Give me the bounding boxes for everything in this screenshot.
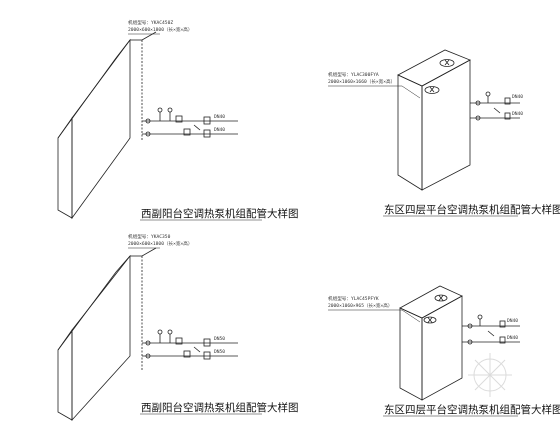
panel-1-model-note: 机组型号：YKAC450Z 2000×600×1800（长×宽×高） <box>128 20 192 34</box>
panel-2-unit <box>397 49 471 191</box>
panel-2-piping <box>470 91 520 121</box>
panel-3-model-note: 机组型号：YKAC350 2000×600×1800（长×宽×高） <box>128 234 192 248</box>
panel-2-title: 东区四层平台空调热泵机组配管大样图 <box>384 204 560 216</box>
panel-1-model-line1: 机组型号：YKAC450Z <box>128 21 174 26</box>
panel-4-unit <box>399 285 463 401</box>
panel-1-model-line2: 2000×600×1800（长×宽×高） <box>128 28 193 33</box>
panel-3-unit <box>57 247 157 422</box>
watermark-logo <box>468 353 512 397</box>
panel-2-pipe-label-top: DN40 <box>512 95 524 100</box>
panel-4-model-line1: 机组型号：YLAC45PFYK <box>328 297 379 302</box>
panel-3-model-line1: 机组型号：YKAC350 <box>128 235 171 240</box>
panel-4-model-line2: 2000×1060×965（长×宽×高） <box>328 304 393 309</box>
panel-4-pipe-label-bottom: DN40 <box>507 336 519 341</box>
panel-2-model-note: 机组型号：YLAC300FYA 2000×1060×1660（长×宽×高） <box>328 72 395 86</box>
panel-1-pipe-label-top: DN40 <box>214 115 226 120</box>
panel-4-model-note: 机组型号：YLAC45PFYK 2000×1060×965（长×宽×高） <box>328 296 392 310</box>
panel-3-pipe-label-bottom: DN50 <box>214 350 226 355</box>
panel-3-title: 西副阳台空调热泵机组配管大样图 <box>141 402 299 414</box>
panel-4-title: 东区四层平台空调热泵机组配管大样图 <box>384 404 560 416</box>
panel-4-piping <box>462 314 520 345</box>
panel-2-model-line2: 2000×1060×1660（长×宽×高） <box>328 80 396 85</box>
panel-2-model-line1: 机组型号：YLAC300FYA <box>328 73 379 78</box>
panel-1-pipe-label-bottom: DN40 <box>214 128 226 133</box>
panel-2-pipe-label-bottom: DN40 <box>512 112 524 117</box>
panel-1-title: 西副阳台空调热泵机组配管大样图 <box>141 208 299 220</box>
panel-1-unit <box>57 31 157 220</box>
panel-4-pipe-label-top: DN40 <box>507 319 519 324</box>
panel-1-piping <box>142 107 238 138</box>
panel-3-pipe-label-top: DN50 <box>214 337 226 342</box>
panel-3-piping <box>142 329 238 360</box>
panel-3-model-line2: 2000×600×1800（长×宽×高） <box>128 242 193 247</box>
